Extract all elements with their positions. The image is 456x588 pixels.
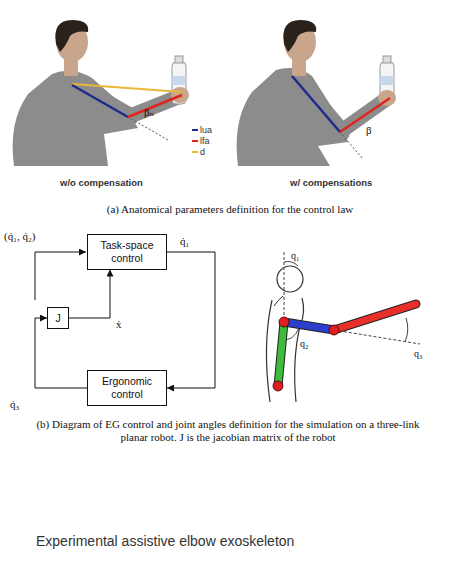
figure-stroke [35, 252, 36, 300]
legend-row: lfa [192, 135, 212, 146]
figure-stroke [72, 84, 182, 92]
angle-label: β [366, 124, 372, 137]
figure-stroke [128, 95, 182, 117]
subfigure-caption: (a) Anatomical parameters definition for… [40, 203, 420, 216]
signal-arrow [69, 270, 110, 318]
figure-stroke [295, 298, 304, 402]
process-box: Ergonomic control [87, 370, 167, 405]
legend: lualfad [192, 124, 212, 157]
signal-label: (q̇₁, q̇₂) [4, 230, 36, 243]
signal-arrow [167, 252, 215, 388]
angle-label: βₙ [144, 106, 154, 119]
figure-stroke [284, 322, 334, 330]
figure-stroke [55, 20, 88, 52]
figure-stroke [340, 98, 390, 132]
figure-stroke [383, 56, 391, 63]
legend-swatch [192, 151, 198, 153]
legend-row: d [192, 146, 212, 157]
figure-stroke [278, 322, 284, 386]
figure-stroke [292, 76, 340, 132]
figure-stroke [266, 300, 272, 402]
figure-stroke [334, 304, 416, 330]
box-text: J [50, 312, 66, 325]
robot-figure [266, 252, 420, 402]
process-box: Task-space control [87, 234, 167, 269]
figure-stroke [175, 56, 183, 63]
figure-label: w/o compensation [60, 178, 143, 189]
box-text: Task-space control [90, 239, 164, 264]
figure-stroke [172, 76, 186, 85]
legend-row: lua [192, 124, 212, 135]
figure-stroke [380, 76, 394, 85]
figure-stroke [284, 252, 285, 322]
figure-stroke [284, 262, 298, 267]
signal-label: q̇₁ [180, 235, 189, 248]
figure-stroke [277, 266, 303, 292]
figure-stroke [72, 85, 128, 117]
angle-label: q₂ [300, 338, 309, 350]
figure-stroke [35, 252, 86, 253]
angle-label: q₁ [291, 250, 300, 262]
figure-stroke [329, 325, 339, 335]
legend-swatch [192, 140, 198, 142]
box-text: Ergonomic control [90, 375, 164, 400]
legend-swatch [192, 129, 198, 131]
legend-text: lua [200, 125, 212, 135]
legend-text: d [200, 147, 205, 157]
figure-stroke [279, 317, 289, 327]
figure-caption: Experimental assistive elbow exoskeleton [36, 533, 294, 549]
person-figure [237, 20, 396, 166]
subfigure-caption: (b) Diagram of EG control and joint angl… [28, 418, 428, 443]
figure-stroke [340, 132, 362, 158]
figure-stroke [128, 117, 168, 140]
legend-text: lfa [200, 136, 210, 146]
figure-label: w/ compensations [290, 178, 372, 189]
person-figure [13, 20, 189, 166]
signal-line [35, 252, 86, 300]
figure-stroke [284, 322, 334, 330]
angle-label: q₃ [414, 348, 423, 360]
figure-stroke [405, 318, 408, 342]
figure-stroke [278, 322, 284, 386]
signal-label: q̇₃ [10, 398, 19, 411]
signal-label: ẋ [116, 318, 122, 331]
figure-stroke [237, 68, 348, 166]
process-box: J [47, 307, 69, 330]
figure-stroke [274, 296, 283, 306]
figure-stroke [283, 20, 316, 52]
figure-stroke [273, 381, 283, 391]
figure-stroke [334, 304, 416, 330]
